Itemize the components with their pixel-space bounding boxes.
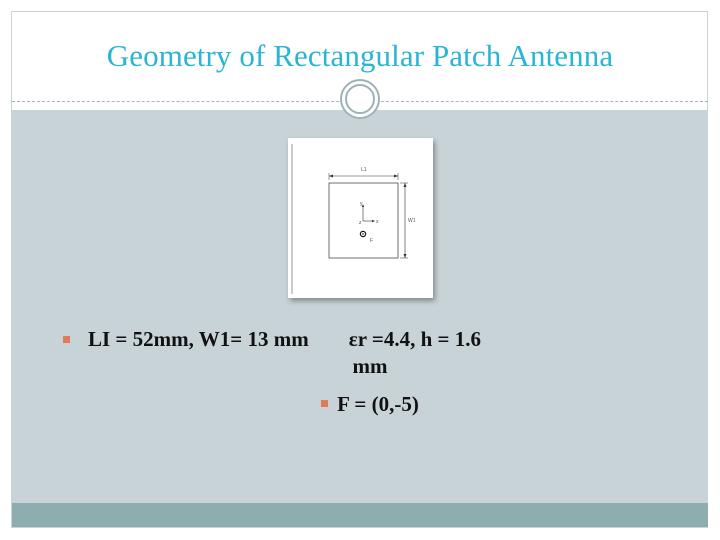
axis-origin-label: z xyxy=(359,220,362,226)
feed-point-center xyxy=(362,233,364,235)
x-axis-arrow xyxy=(372,219,375,223)
axis-x-label: x xyxy=(376,219,379,225)
footer-band xyxy=(12,503,708,527)
y-axis-arrow xyxy=(361,204,365,207)
feed-position-text: F = (0,-5) xyxy=(337,392,419,416)
l1-arrow-right xyxy=(394,174,398,178)
l1-arrow-left xyxy=(329,174,333,178)
slide-title: Geometry of Rectangular Patch Antenna xyxy=(106,38,614,73)
substrate-text: εr =4.4, h = 1.6 xyxy=(348,327,481,351)
l1-label: L1 xyxy=(361,167,367,173)
bullet-item-feed: F = (0,-5) xyxy=(60,391,680,418)
antenna-geometry-figure: L1 W1 y x z F xyxy=(288,138,433,298)
patch-rectangle xyxy=(328,182,399,259)
w1-label: W1 xyxy=(408,218,416,224)
feed-point xyxy=(359,230,367,238)
feed-label: F xyxy=(370,238,373,244)
bullet-item-dimensions: LI = 52mm, W1= 13 mm εr =4.4, h = 1.6 mm xyxy=(60,326,680,380)
circle-ornament-icon xyxy=(340,79,380,119)
bullet-marker-icon xyxy=(63,336,70,343)
bullet-marker-icon xyxy=(321,400,329,407)
dimensions-unit: mm xyxy=(352,354,388,378)
antenna-diagram: L1 W1 y x z F xyxy=(291,144,416,294)
w1-arrow-bottom xyxy=(403,254,407,258)
dimensions-text: LI = 52mm, W1= 13 mm xyxy=(88,327,309,351)
w1-arrow-top xyxy=(403,183,407,187)
axis-y-label: y xyxy=(360,201,363,207)
